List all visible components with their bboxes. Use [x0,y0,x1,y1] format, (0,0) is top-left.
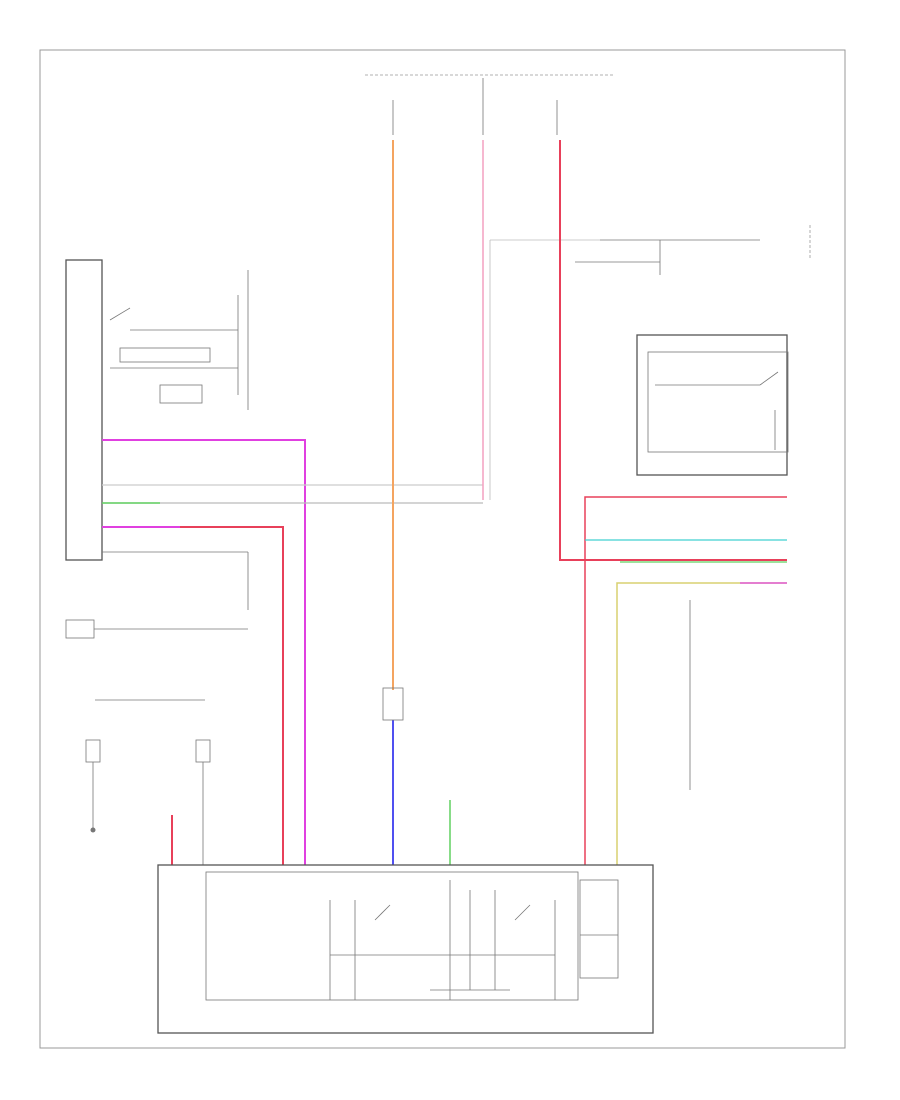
left-lower-connector [65,619,95,639]
left-switch-component [159,384,203,404]
right-switch-arm [759,371,779,386]
wire-red-pink-upper [102,439,306,865]
left-switch-arm [109,307,131,321]
right-seat-switch-inner [647,351,789,453]
diagram-frame [39,49,846,1049]
wire-red-feed [559,140,787,561]
seat-control-module [157,864,654,1034]
right-seat-switch-box [636,334,788,476]
center-connector [382,687,404,721]
seat-control-right-sub [579,879,619,979]
wire-magenta-red [102,526,284,865]
wire-red-right [584,496,787,865]
left-sensor-b [195,739,211,763]
wire-yellow-right [616,582,787,865]
left-switch-small-box [119,347,211,363]
module-arm-1 [374,904,391,921]
left-ground-point [90,827,96,833]
seat-control-inner [205,871,579,1001]
left-sensor-a [85,739,101,763]
left-seat-switch-block [65,259,103,561]
module-arm-2 [514,904,531,921]
